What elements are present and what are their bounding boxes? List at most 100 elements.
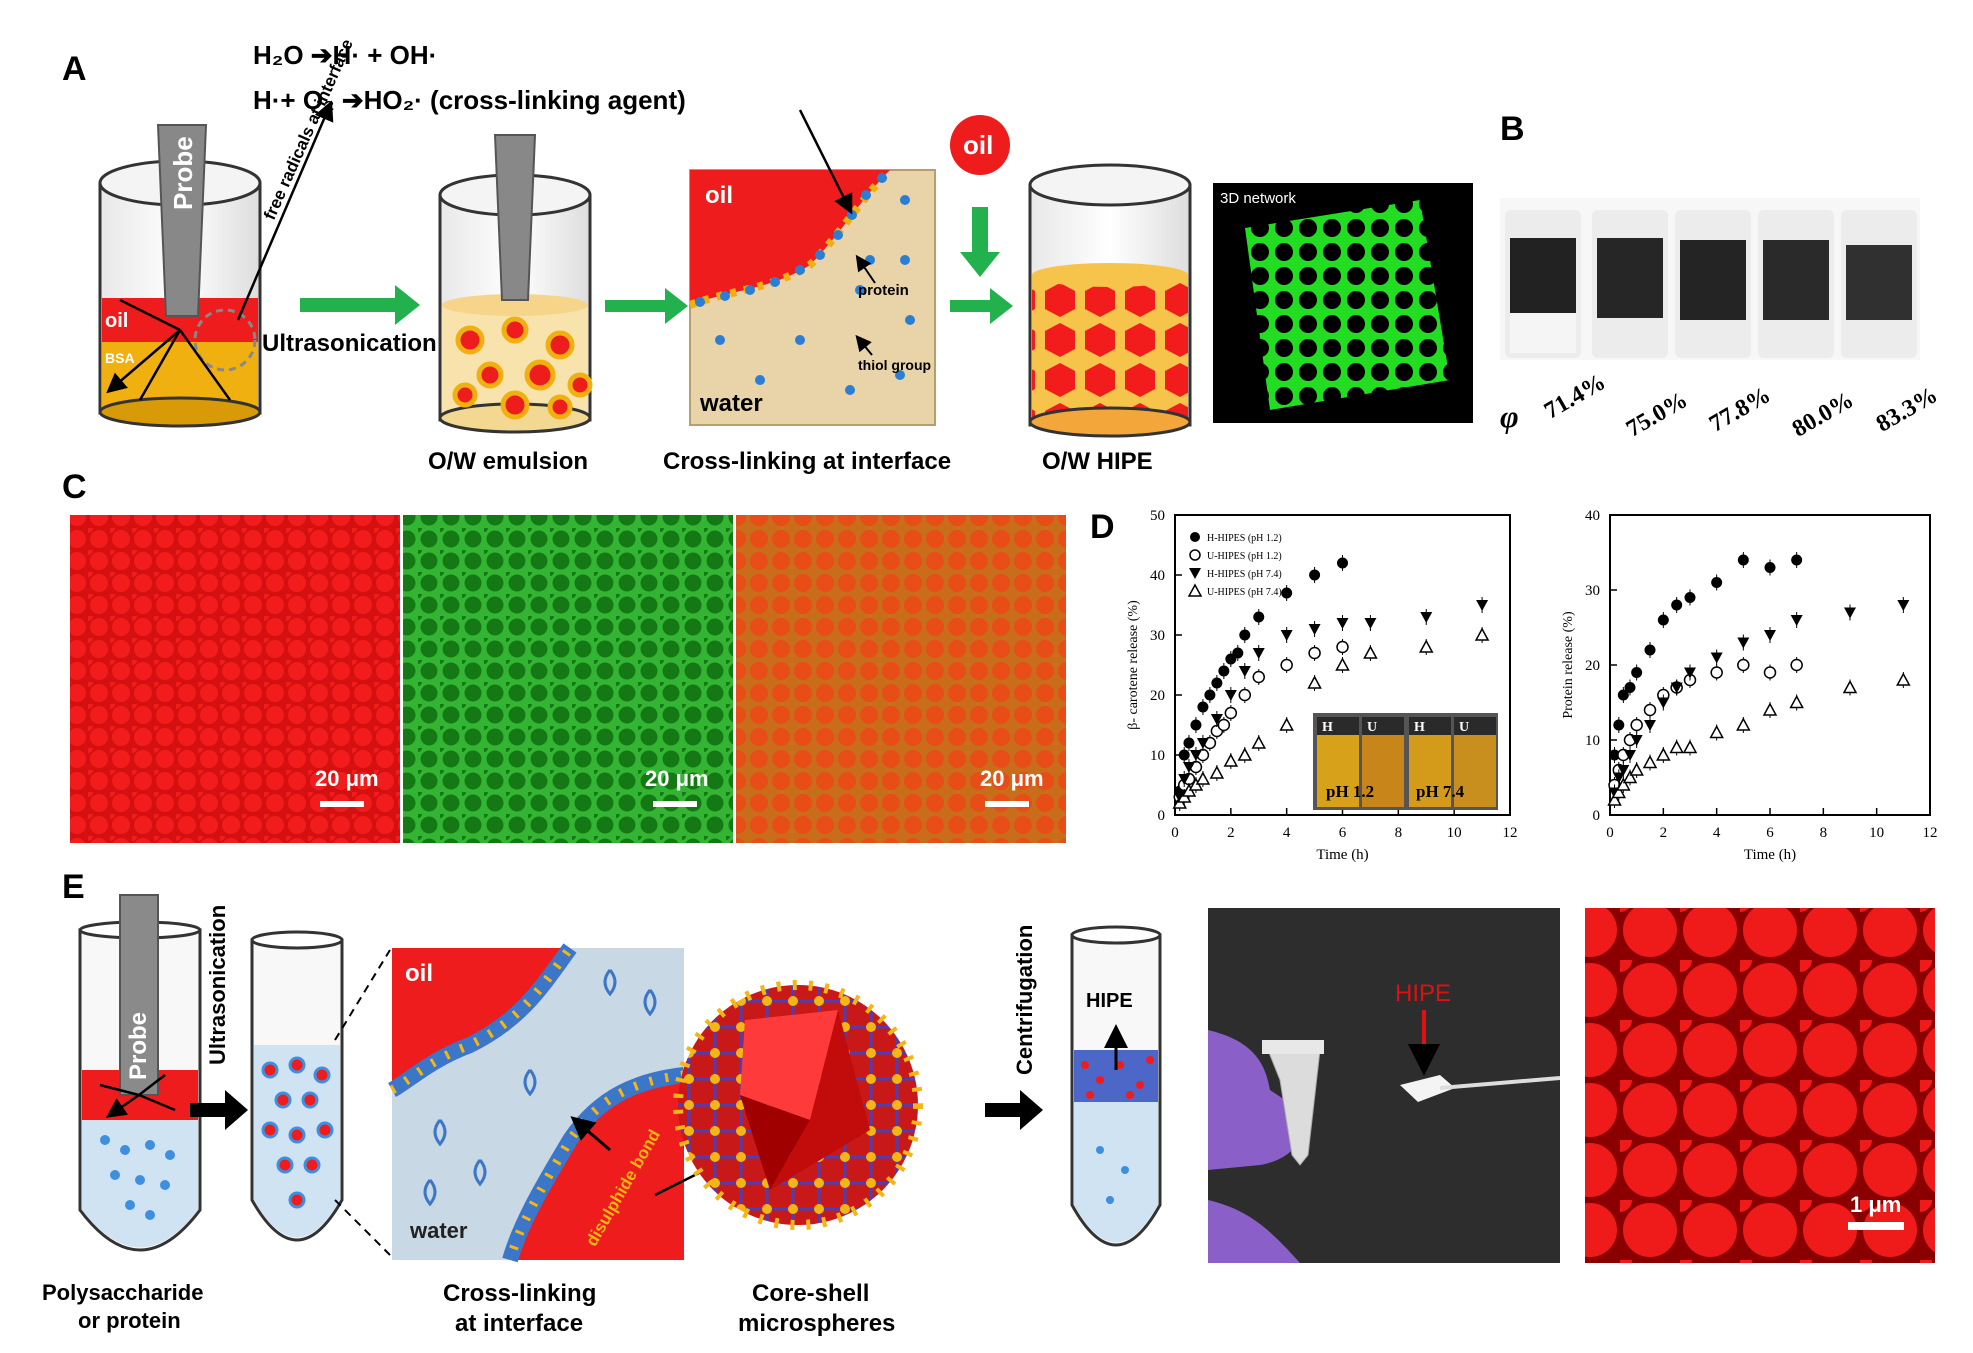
- data-point: [1631, 667, 1643, 678]
- data-point: [1617, 689, 1629, 701]
- black-arrow-icon: [985, 1090, 1043, 1130]
- oil-label: oil: [105, 310, 129, 332]
- data-point: [1363, 645, 1378, 659]
- micrograph-green: [403, 515, 733, 843]
- data-point: [1252, 648, 1265, 659]
- data-point: [1335, 657, 1350, 671]
- data-point: [1253, 611, 1265, 623]
- legend-marker: [1189, 568, 1201, 579]
- water-label-e: water: [410, 1218, 468, 1243]
- equation-water-radicals: H₂O ➔H· + OH·: [253, 40, 438, 70]
- data-point: [1182, 762, 1195, 773]
- scalebar-label-1: 20 μm: [315, 766, 379, 791]
- x-tick-label: 4: [1283, 825, 1291, 841]
- y-tick-label: 40: [1585, 508, 1600, 524]
- beaker-hipe: [1028, 163, 1192, 438]
- panel-label-d: D: [1090, 508, 1115, 546]
- data-point: [1682, 739, 1698, 754]
- data-point: [1629, 762, 1644, 776]
- y-tick-label: 0: [1593, 808, 1601, 824]
- data-point: [1644, 720, 1656, 731]
- data-point: [1418, 639, 1434, 653]
- data-point: [1232, 647, 1244, 659]
- data-point: [1239, 629, 1251, 641]
- process-arrow-icon: [950, 288, 1013, 324]
- data-point: [1209, 765, 1225, 779]
- data-point: [1476, 600, 1489, 611]
- hipe-photo-label: HIPE: [1395, 980, 1452, 1007]
- panel-label-b: B: [1500, 110, 1525, 148]
- protein-label: protein: [858, 282, 909, 299]
- legend-label: H-HIPES (pH 7.4): [1207, 569, 1282, 580]
- data-point: [1711, 577, 1723, 588]
- data-point: [1211, 677, 1223, 689]
- data-point: [1709, 724, 1724, 739]
- ow-hipe-caption: O/W HIPE: [1042, 448, 1153, 475]
- x-tick-label: 2: [1660, 825, 1668, 841]
- y-tick-label: 40: [1150, 568, 1165, 584]
- black-arrow-icon: [190, 1090, 248, 1130]
- data-point: [1630, 718, 1643, 732]
- inset-label-ph12: pH 1.2: [1326, 782, 1375, 801]
- panel-label-c: C: [62, 468, 87, 506]
- y-tick-label: 30: [1585, 583, 1600, 599]
- data-point: [1613, 719, 1625, 731]
- x-tick-label: 12: [1503, 825, 1518, 841]
- data-point: [1622, 769, 1638, 784]
- data-point: [1308, 624, 1321, 635]
- data-point: [1336, 640, 1349, 654]
- network-label: 3D network: [1220, 190, 1296, 207]
- data-point: [1643, 703, 1657, 717]
- data-point: [1670, 682, 1683, 694]
- y-axis-label: Protein release (%): [1561, 611, 1576, 719]
- data-point: [1842, 679, 1858, 694]
- data-point: [1671, 599, 1683, 611]
- data-point: [1197, 701, 1209, 713]
- coreshell-caption-1: Core-shell: [752, 1280, 870, 1307]
- data-point: [1656, 747, 1671, 761]
- data-point: [1609, 749, 1621, 761]
- process-arrow-icon: [605, 288, 688, 324]
- x-tick-label: 8: [1395, 825, 1403, 841]
- data-point: [1224, 706, 1238, 720]
- panel-label-e: E: [62, 868, 85, 906]
- oil-badge: [950, 115, 1010, 175]
- data-point: [1279, 717, 1294, 731]
- y-tick-label: 10: [1150, 748, 1165, 764]
- data-point: [1252, 670, 1265, 684]
- data-point: [1657, 614, 1669, 626]
- data-point: [1607, 792, 1622, 806]
- data-point: [1789, 694, 1804, 709]
- data-point: [1210, 714, 1223, 725]
- micrograph-red: [70, 515, 400, 843]
- legend-label: U-HIPES (pH 7.4): [1207, 587, 1282, 598]
- tube-centrifuged: [1070, 925, 1162, 1247]
- data-point: [1474, 627, 1490, 641]
- data-point: [1616, 777, 1631, 791]
- scalebar-label-3: 20 μm: [980, 766, 1044, 791]
- data-point: [1420, 612, 1433, 623]
- tube-emulsion: [250, 930, 391, 1256]
- data-point: [1644, 644, 1656, 656]
- panel-a: [100, 100, 1473, 438]
- 3d-network-image: [1213, 183, 1473, 423]
- x-tick-label: 8: [1820, 825, 1828, 841]
- data-point: [1281, 587, 1293, 599]
- x-tick-label: 6: [1339, 825, 1347, 841]
- data-point: [1624, 682, 1636, 693]
- y-tick-label: 0: [1158, 808, 1166, 824]
- micrograph-hipe: [1585, 908, 1935, 1263]
- tube-probe: [78, 894, 202, 1252]
- inset-letter-u1: U: [1367, 720, 1378, 735]
- data-point: [1183, 737, 1195, 749]
- legend-marker: [1187, 583, 1203, 597]
- data-point: [1762, 702, 1778, 716]
- x-tick-label: 10: [1447, 825, 1462, 841]
- data-point: [1624, 750, 1636, 761]
- hipe-tube-label: HIPE: [1086, 990, 1133, 1012]
- inset-letter-u2: U: [1459, 720, 1470, 735]
- data-point: [1307, 675, 1322, 689]
